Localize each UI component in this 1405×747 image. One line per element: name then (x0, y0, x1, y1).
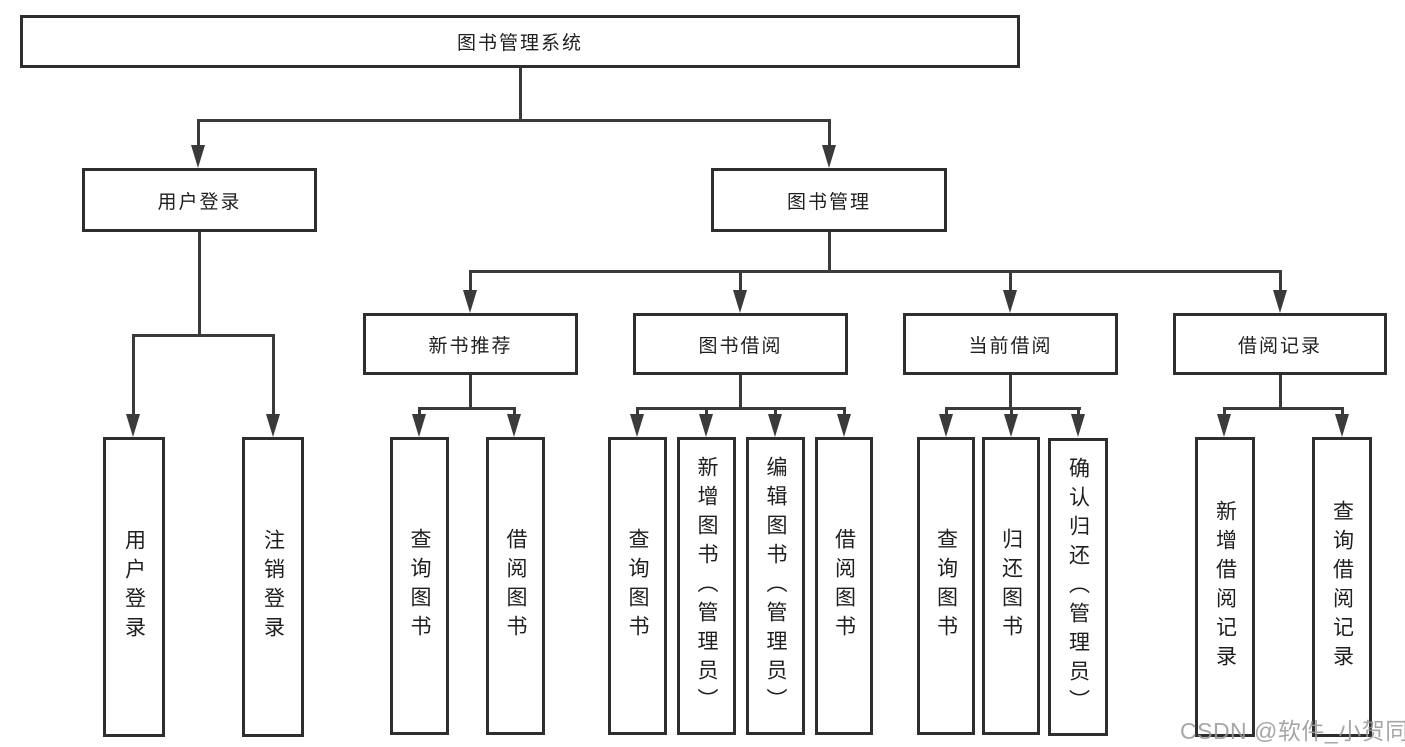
leaf-recommend-query-books: 查询图书 (390, 437, 449, 735)
leaf-borrow-query-books: 查询图书 (608, 437, 667, 735)
leaf-borrow-borrow-books: 借阅图书 (815, 437, 873, 735)
connector-arrow (412, 407, 426, 437)
connector-arrow (1004, 407, 1018, 437)
connector-arrow (699, 407, 713, 437)
leaf-current-query-books: 查询图书 (917, 437, 975, 735)
leaf-label: 归还图书 (999, 528, 1023, 644)
connector-line (636, 407, 846, 410)
node-book-management: 图书管理 (711, 168, 947, 232)
connector-arrow (1273, 270, 1287, 313)
leaf-user-login: 用户登录 (103, 437, 165, 737)
connector-arrow (1071, 407, 1085, 437)
leaf-label: 用户登录 (122, 529, 146, 645)
connector-arrow (266, 334, 280, 437)
connector-arrow (1335, 407, 1349, 437)
leaf-label: 查询图书 (934, 528, 958, 644)
csdn-watermark: CSDN @软件_小贺同学 (1180, 718, 1405, 744)
leaf-label: 编辑图书（管理员） (764, 455, 787, 717)
connector-arrow (630, 407, 644, 437)
leaf-label: 新增借阅记录 (1213, 500, 1237, 674)
leaf-label: 查询图书 (626, 528, 649, 644)
connector-line (945, 407, 1081, 410)
leaf-label: 注销登录 (261, 529, 285, 645)
connector-arrow (939, 407, 953, 437)
leaf-current-return-books: 归还图书 (982, 437, 1040, 735)
connector-line (132, 334, 275, 337)
connector-line (1223, 407, 1344, 410)
node-current-borrow: 当前借阅 (903, 313, 1118, 375)
leaf-current-confirm-return-admin: 确认归还（管理员） (1048, 438, 1108, 736)
connector-line (828, 230, 831, 273)
leaf-records-add-borrow-record: 新增借阅记录 (1195, 437, 1255, 737)
leaf-borrow-add-books-admin: 新增图书（管理员） (677, 437, 736, 735)
connector-arrow (822, 119, 836, 168)
node-book-borrow: 图书借阅 (633, 313, 848, 375)
leaf-label: 查询图书 (408, 528, 431, 644)
connector-arrow (507, 407, 521, 437)
connector-arrow (733, 270, 747, 313)
leaf-logout-login: 注销登录 (242, 437, 304, 737)
leaf-borrow-edit-books-admin: 编辑图书（管理员） (746, 437, 805, 735)
connector-line (739, 373, 742, 410)
leaf-recommend-borrow-books: 借阅图书 (486, 437, 545, 735)
connector-arrow (191, 119, 205, 168)
leaf-label: 确认归还（管理员） (1066, 456, 1090, 718)
connector-arrow (837, 407, 851, 437)
connector-arrow (768, 407, 782, 437)
connector-arrow (463, 270, 477, 313)
node-new-book-recommend: 新书推荐 (363, 313, 578, 375)
leaf-label: 查询借阅记录 (1330, 500, 1354, 674)
node-user-login: 用户登录 (82, 168, 317, 232)
connector-line (418, 407, 516, 410)
connector-arrow (1217, 407, 1231, 437)
node-library-management-system: 图书管理系统 (20, 15, 1020, 68)
connector-line (198, 230, 201, 337)
connector-line (469, 270, 1282, 273)
connector-arrow (126, 334, 140, 437)
node-borrow-records: 借阅记录 (1173, 313, 1387, 375)
leaf-label: 借阅图书 (832, 528, 856, 644)
connector-arrow (1003, 270, 1017, 313)
connector-line (1279, 373, 1282, 410)
leaf-label: 新增图书（管理员） (695, 455, 718, 717)
leaf-label: 借阅图书 (504, 528, 527, 644)
leaf-records-query-borrow-record: 查询借阅记录 (1312, 437, 1372, 737)
connector-line (519, 68, 522, 122)
connector-line (1009, 373, 1012, 410)
connector-line (197, 119, 831, 122)
connector-line (469, 373, 472, 410)
